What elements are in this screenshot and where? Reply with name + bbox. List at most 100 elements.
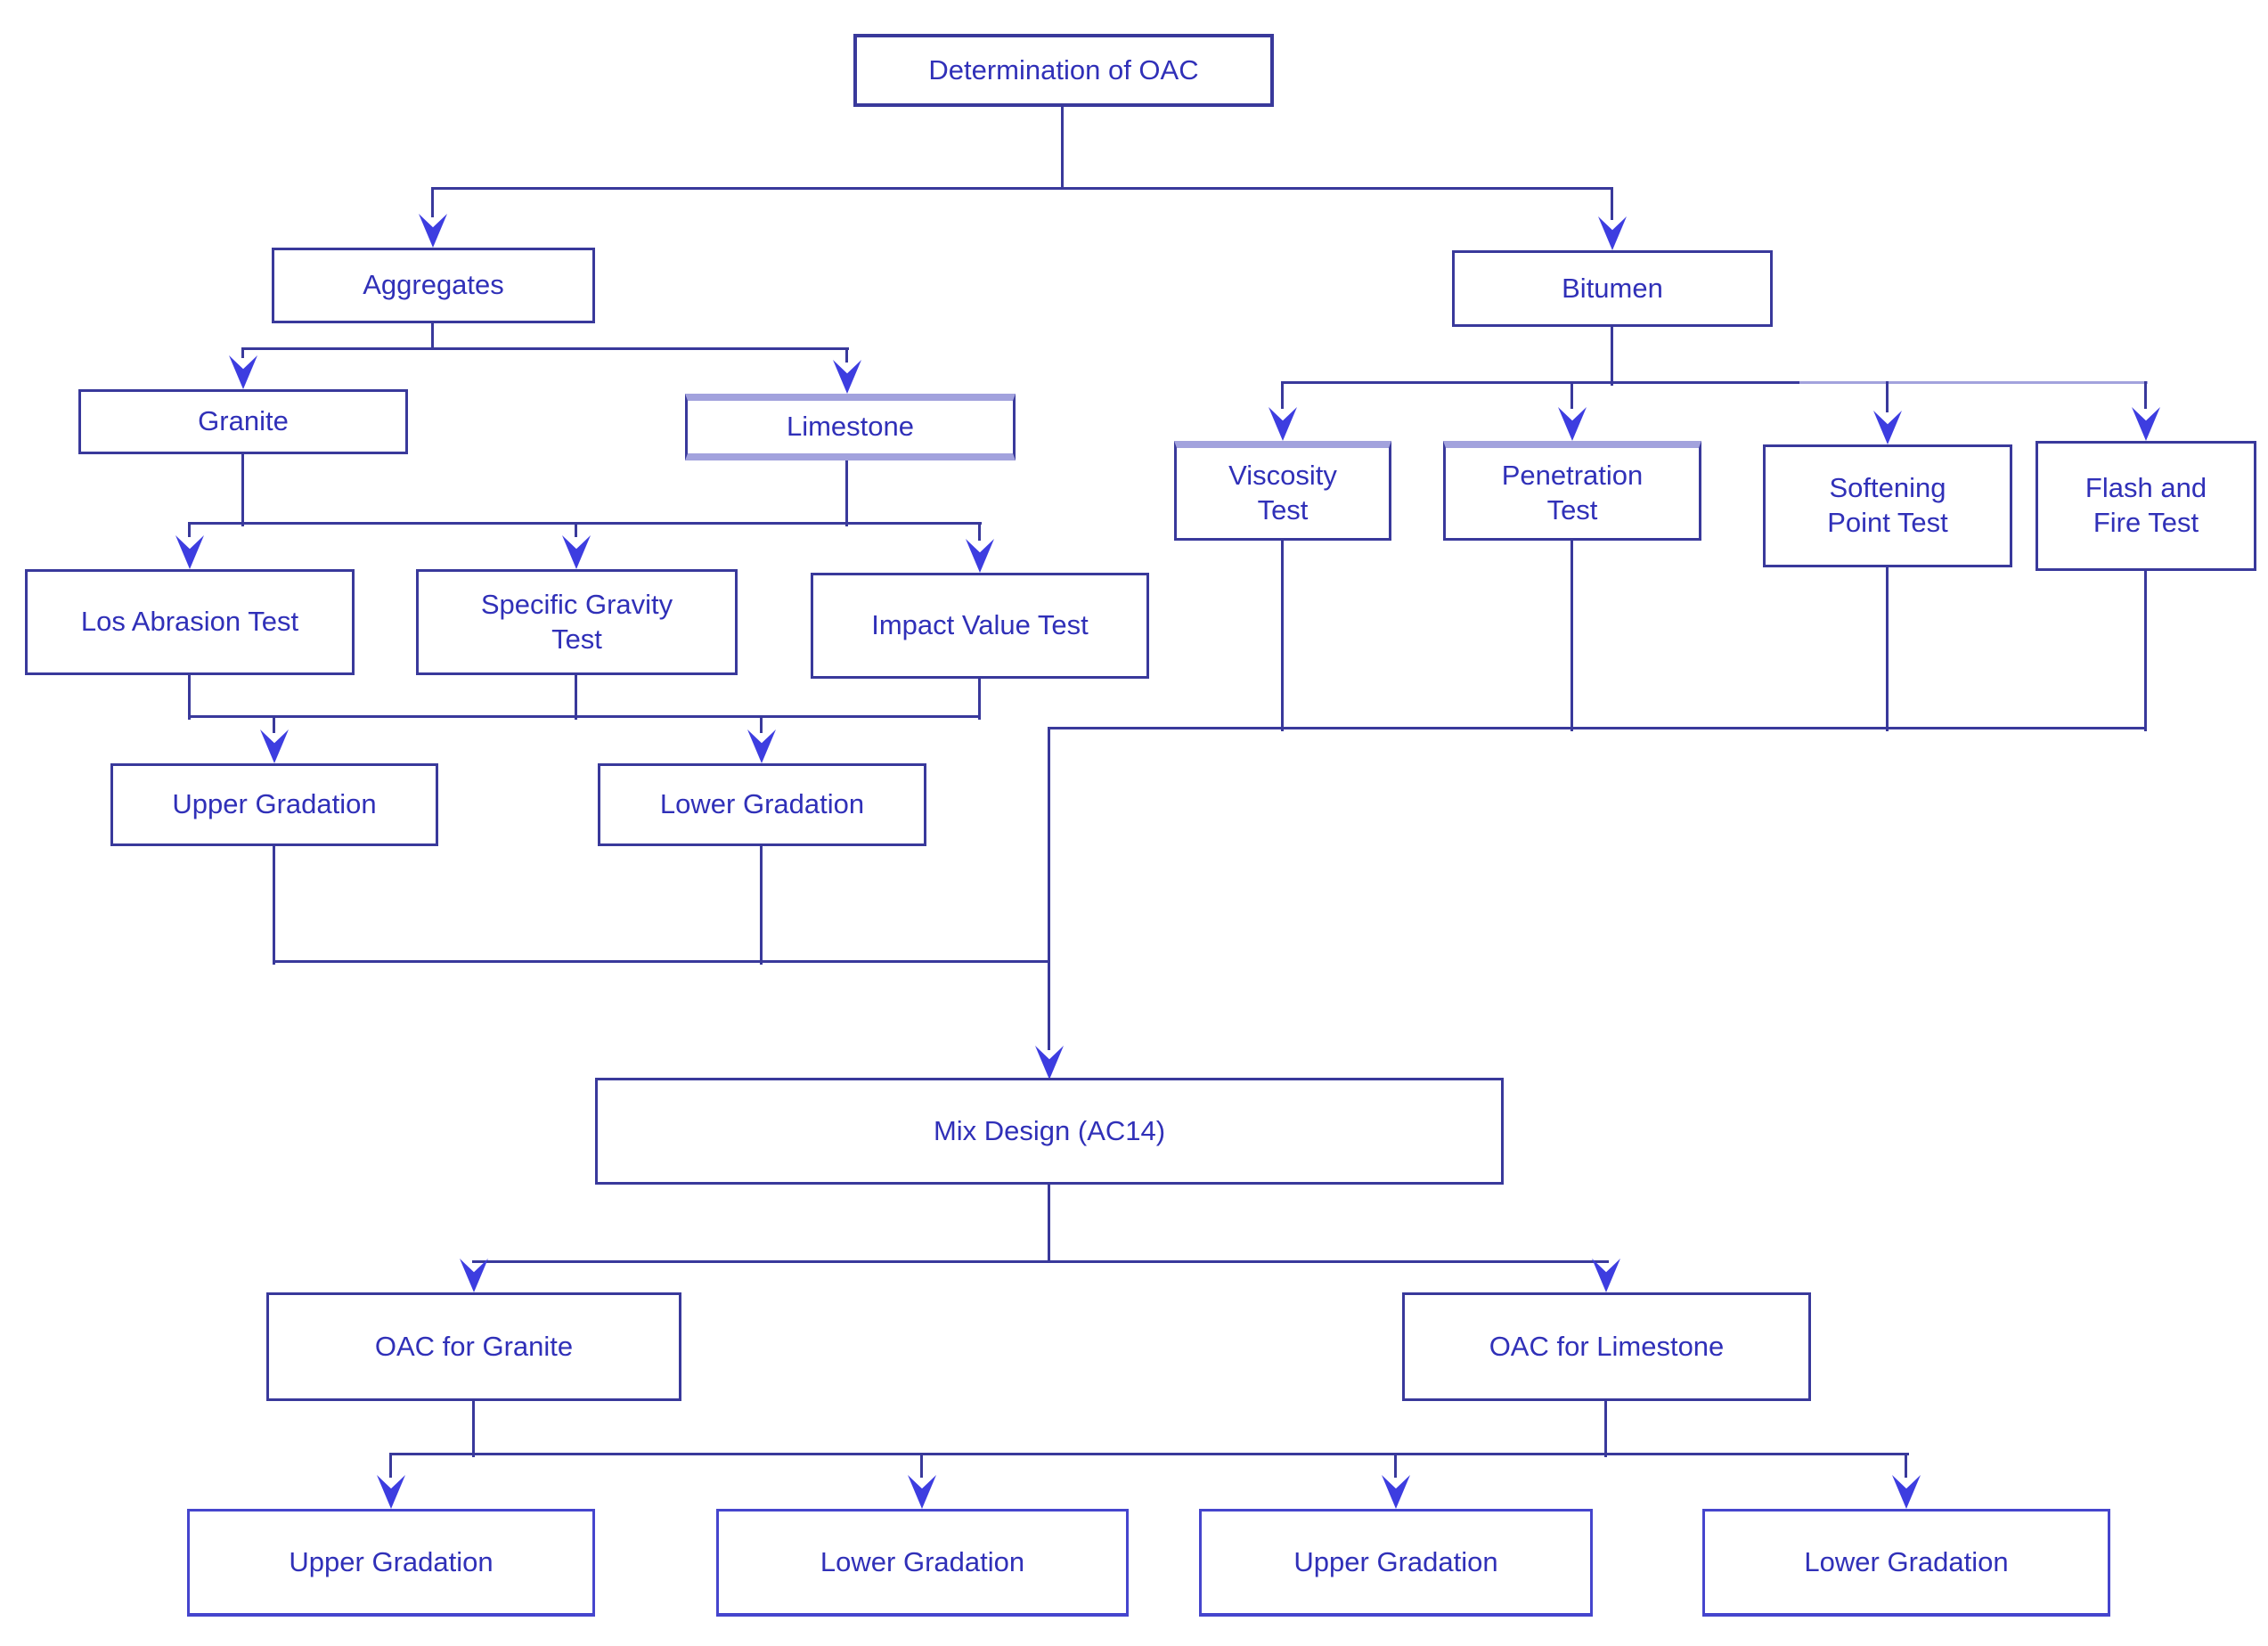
arrow-down-icon [747,729,776,763]
connector [1570,381,1573,409]
node-label: Upper Gradation [172,788,377,820]
connector [188,522,982,525]
node-label: Lower Gradation [820,1545,1025,1577]
connector [2144,571,2147,731]
connector [1799,381,2148,384]
connector [2144,381,2147,409]
node-determination-of-oac[interactable]: Determination of OAC [853,34,1274,107]
arrow-down-icon [2132,407,2160,441]
connector [1281,381,1284,409]
node-bitumen[interactable]: Bitumen [1452,250,1773,327]
connector [389,1453,1909,1455]
connector [760,715,763,733]
node-label: OAC for Granite [374,1330,574,1362]
connector [920,1453,923,1478]
node-aggregates[interactable]: Aggregates [272,248,595,323]
node-label: Flash and Fire Test [2084,472,2207,538]
node-upper-gradation-limestone[interactable]: Upper Gradation [1199,1509,1593,1617]
connector [1604,1401,1607,1457]
node-label: Specific Gravity Test [480,588,673,655]
node-label: Upper Gradation [289,1545,494,1577]
connector [978,522,981,541]
connector [431,323,434,350]
arrow-down-icon [833,360,861,394]
connector [1905,1453,1907,1478]
node-label: Aggregates [363,269,504,301]
connector [575,675,577,720]
node-label: Viscosity Test [1228,459,1337,526]
connector [188,675,191,720]
connector [575,522,577,537]
connector [845,460,848,526]
node-limestone[interactable]: Limestone [685,394,1016,460]
node-label: Granite [198,405,289,437]
arrow-down-icon [175,535,204,569]
connector [1281,541,1284,731]
connector [1061,107,1064,189]
node-label: Softening Point Test [1827,472,1948,538]
connector [1048,727,1050,1050]
node-lower-gradation-mid[interactable]: Lower Gradation [598,763,926,846]
node-flash-and-fire-test[interactable]: Flash and Fire Test [2035,441,2256,571]
connector [389,1453,392,1478]
connector [273,960,1050,963]
arrow-down-icon [1892,1475,1921,1509]
arrow-down-icon [1382,1475,1410,1509]
arrow-down-icon [229,355,257,389]
connector [1611,327,1613,386]
arrow-down-icon [562,535,591,569]
connector [1886,567,1889,731]
connector [760,846,763,965]
arrow-down-icon [966,539,994,573]
node-label: Impact Value Test [871,609,1089,641]
connector [273,715,275,733]
connector [472,1260,1609,1263]
node-los-abrasion-test[interactable]: Los Abrasion Test [25,569,355,675]
arrow-down-icon [460,1259,488,1292]
connector [431,187,1613,190]
connector [1611,187,1613,220]
arrow-down-icon [908,1475,936,1509]
node-label: OAC for Limestone [1489,1330,1725,1362]
node-specific-gravity-test[interactable]: Specific Gravity Test [416,569,738,675]
node-softening-point-test[interactable]: Softening Point Test [1763,444,2012,567]
arrow-down-icon [1598,216,1627,250]
node-label: Lower Gradation [1804,1545,2009,1577]
node-granite[interactable]: Granite [78,389,408,454]
node-viscosity-test[interactable]: Viscosity Test [1174,441,1391,541]
node-penetration-test[interactable]: Penetration Test [1443,441,1701,541]
node-label: Limestone [786,411,915,443]
node-label: Penetration Test [1501,459,1644,526]
node-lower-gradation-granite[interactable]: Lower Gradation [716,1509,1129,1617]
arrow-down-icon [1035,1046,1064,1080]
node-oac-for-limestone[interactable]: OAC for Limestone [1402,1292,1811,1401]
arrow-down-icon [260,729,289,763]
node-lower-gradation-limestone[interactable]: Lower Gradation [1702,1509,2110,1617]
connector [1886,381,1889,412]
connector [1394,1453,1397,1478]
arrow-down-icon [377,1475,405,1509]
node-upper-gradation-mid[interactable]: Upper Gradation [110,763,438,846]
arrow-down-icon [419,214,447,248]
node-upper-gradation-granite[interactable]: Upper Gradation [187,1509,595,1617]
node-oac-for-granite[interactable]: OAC for Granite [266,1292,681,1401]
connector [1281,381,1799,384]
connector [845,347,848,363]
node-label: Upper Gradation [1293,1545,1498,1577]
connector [978,679,981,720]
connector [241,454,244,526]
arrow-down-icon [1592,1259,1620,1292]
connector [1570,541,1573,731]
connector [1048,1185,1050,1263]
arrow-down-icon [1269,407,1297,441]
connector [188,715,981,718]
node-label: Mix Design (AC14) [933,1114,1166,1146]
connector [188,522,191,537]
arrow-down-icon [1873,411,1902,444]
node-label: Determination of OAC [928,53,1199,86]
node-label: Bitumen [1562,272,1663,304]
node-label: Los Abrasion Test [80,606,299,638]
node-mix-design-ac14[interactable]: Mix Design (AC14) [595,1078,1504,1185]
node-impact-value-test[interactable]: Impact Value Test [811,573,1149,679]
